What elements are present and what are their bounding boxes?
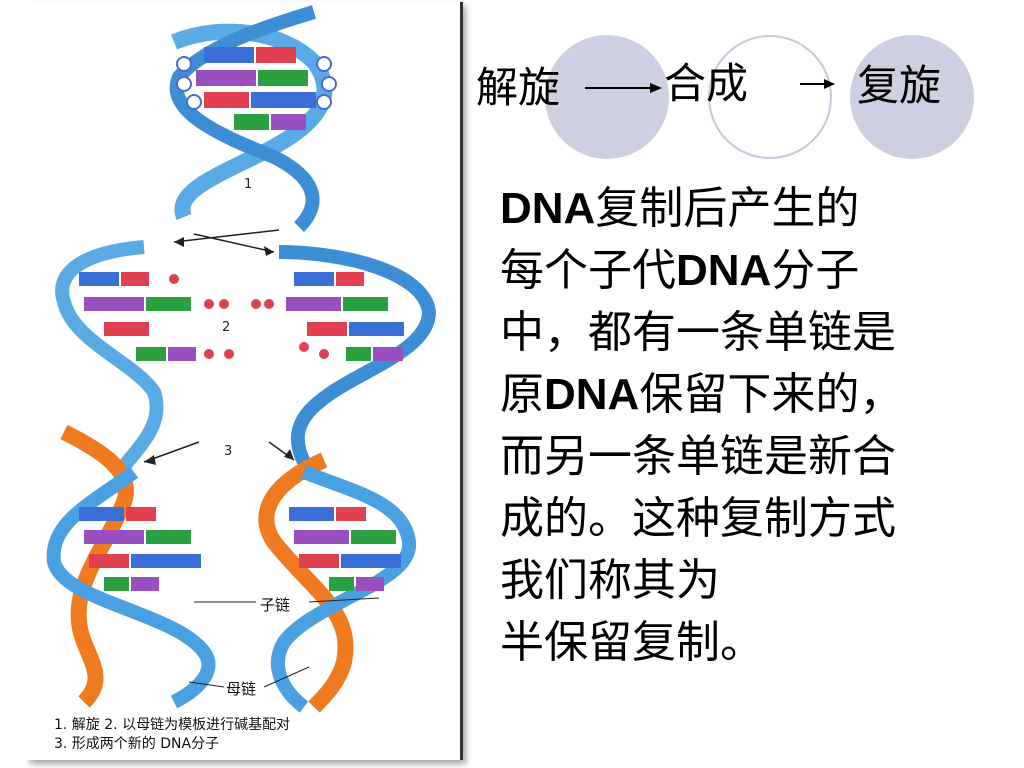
parent-strand-bottom-left: [46, 466, 216, 709]
step-unwind-label: 解旋: [476, 63, 561, 112]
step-rewind-label: 复旋: [857, 61, 942, 110]
top-ladder: [176, 47, 337, 130]
parent-strand-mid-right: [278, 245, 437, 466]
text-line-3: 中，都有一条单链是: [500, 307, 896, 358]
dna-term: DNA: [500, 184, 596, 233]
unwind-arrow-right: [193, 233, 275, 253]
text-fragment: 保留下来的，: [639, 369, 904, 420]
text-line-4: 原DNA保留下来的，: [500, 364, 970, 426]
daughter-strand-label: 子链: [260, 596, 291, 614]
base-t: [204, 92, 249, 108]
bottom-right-ladder: [289, 507, 401, 591]
base-c: [234, 114, 269, 130]
text-line-6: 成的。这种复制方式: [500, 493, 896, 544]
text-fragment: 复制后产生的: [595, 183, 860, 234]
base-g: [271, 114, 306, 130]
base-a: [251, 92, 316, 108]
parent-strand-mid-left: [55, 240, 164, 477]
step-synthesize-label: 合成: [664, 59, 749, 108]
text-line-7: 我们称其为: [500, 555, 720, 606]
mid-right-ladder: [251, 272, 404, 361]
text-fragment: 原: [500, 369, 544, 420]
text-line-8: 半保留复制。: [500, 617, 764, 668]
step-label-2: 2: [222, 320, 231, 335]
bottom-left-ladder: [79, 507, 201, 591]
step-circle-unwind: [545, 35, 669, 159]
text-fragment: 分子: [771, 245, 860, 296]
step-label-1: 1: [244, 177, 253, 192]
dna-replication-figure: 1 2 3 子链 母链 1. 解旋 2. 以母链为模板进行碱基配对 3. 形成两…: [24, 2, 460, 760]
parent-strand-top-2: [169, 5, 320, 232]
dna-diagram: [46, 5, 437, 713]
text-fragment: 每个子代: [500, 245, 676, 296]
mid-left-ladder: [79, 272, 234, 361]
unwind-arrow-left: [173, 229, 280, 243]
step-circle-synthesize: [708, 35, 832, 159]
text-line-1: DNA复制后产生的: [500, 178, 970, 240]
daughter-strand-bottom-right: [258, 452, 354, 713]
base-a: [204, 47, 254, 63]
text-line-5: 而另一条单链是新合: [500, 431, 896, 482]
dna-term: DNA: [544, 370, 640, 419]
base-c: [258, 70, 308, 86]
step-label-3: 3: [224, 444, 233, 459]
dna-term: DNA: [676, 246, 772, 295]
step-circle-rewind: [850, 35, 974, 159]
base-t: [256, 47, 296, 63]
base-g: [196, 70, 256, 86]
explanation-text: DNA复制后产生的 每个子代DNA分子 中，都有一条单链是 原DNA保留下来的，…: [500, 178, 970, 674]
figure-caption-line-1: 1. 解旋 2. 以母链为模板进行碱基配对: [54, 717, 291, 733]
text-line-2: 每个子代DNA分子: [500, 240, 970, 302]
figure-caption-line-2: 3. 形成两个新的 DNA分子: [54, 736, 220, 752]
parent-strand-label: 母链: [226, 680, 257, 698]
